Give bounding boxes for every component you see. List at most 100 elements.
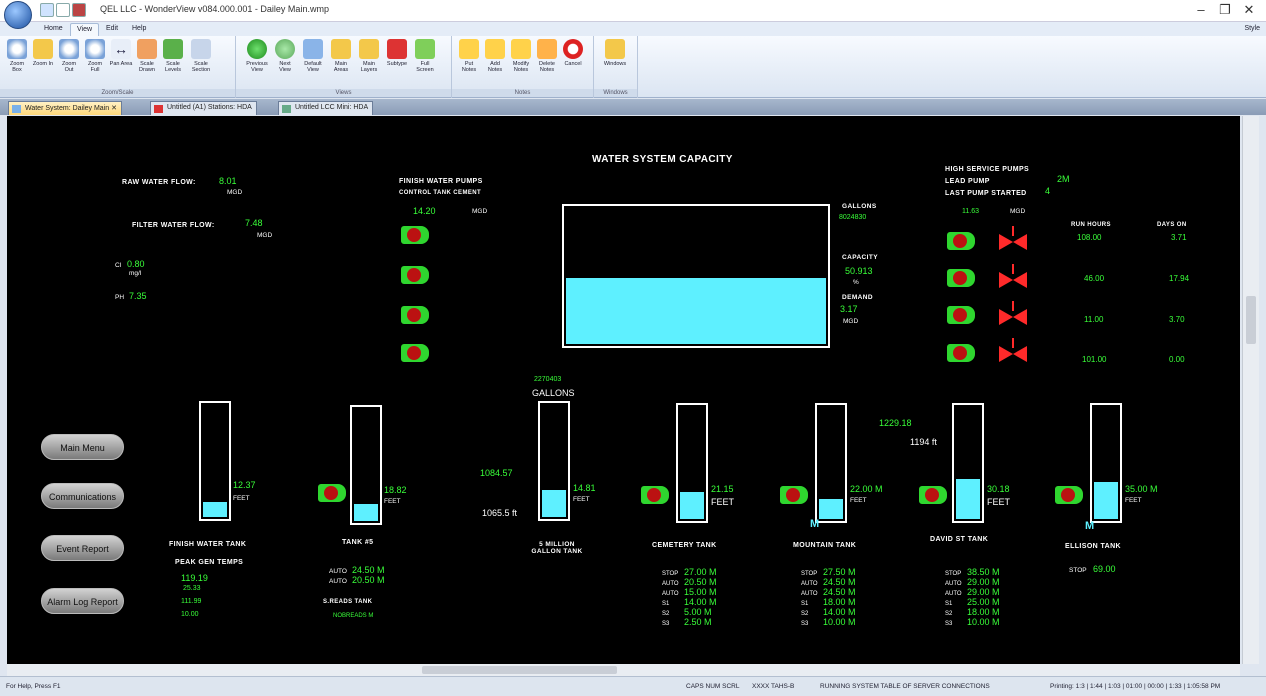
note-icon [459,39,479,59]
cemetery-pump-icon[interactable] [641,486,669,504]
hs-unit: MGD [1010,208,1026,215]
modify-notes-button[interactable]: Modify Notes [510,39,532,73]
ribbon-group-notes: Put Notes Add Notes Modify Notes Delete … [452,36,594,98]
main-layers-button[interactable]: Main Layers [358,39,380,73]
david-pump-icon[interactable] [919,486,947,504]
tank5-pump-icon[interactable] [318,484,346,502]
days-on-1: 3.71 [1171,233,1187,242]
zoom-full-button[interactable]: Zoom Full [84,39,106,73]
cancel-button[interactable]: Cancel [562,39,584,67]
tab-help[interactable]: Help [132,25,147,32]
david-setpoint-key: S1 [945,601,953,607]
communications-button[interactable]: Communications [41,483,124,509]
capacity-unit: % [853,279,859,286]
hs-pump-2-icon[interactable] [947,269,975,287]
tank5-sp1-key: AUTO [329,568,347,575]
put-notes-button[interactable]: Put Notes [458,39,480,73]
valve-4-icon[interactable] [999,338,1027,362]
style-menu[interactable]: Style [1244,25,1260,32]
zoom-in-button[interactable]: Zoom In [32,39,54,67]
tank-5mil-level: 14.81 [573,483,596,493]
alarm-log-report-button[interactable]: Alarm Log Report [41,588,124,614]
hs-pump-1-icon[interactable] [947,232,975,250]
hs-pump-3-icon[interactable] [947,306,975,324]
valve-3-icon[interactable] [999,301,1027,325]
raw-water-flow-unit: MGD [227,189,243,196]
tank-fill [1094,482,1118,519]
mountain-pump-icon[interactable] [780,486,808,504]
edit-note-icon [511,39,531,59]
cemetery-setpoint-key: S3 [662,621,670,627]
finish-tank-name: FINISH WATER TANK [169,541,247,548]
scale-drawn-icon [137,39,157,59]
david-setpoint-key: AUTO [945,581,962,587]
vertical-scrollbar[interactable] [1242,116,1259,664]
horizontal-scrollbar[interactable] [7,664,1240,676]
tank-david-st [952,403,984,523]
minimize-button[interactable]: – [1197,2,1205,17]
save-icon[interactable] [40,3,54,17]
ellison-pump-icon[interactable] [1055,486,1083,504]
mountain-setpoint-value: 18.00 M [823,597,856,607]
scale-drawn-button[interactable]: Scale Drawn [136,39,158,73]
restore-button[interactable]: ❐ [1219,2,1231,17]
demand-label: DEMAND [842,294,873,301]
tank-mountain-level: 22.00 M [850,484,883,494]
add-notes-button[interactable]: Add Notes [484,39,506,73]
zoom-out-button[interactable]: Zoom Out [58,39,80,73]
app-menu-icon[interactable] [4,1,32,29]
previous-view-button[interactable]: Previous View [246,39,268,73]
subtype-button[interactable]: Subtype [386,39,408,67]
delete-notes-button[interactable]: Delete Notes [536,39,558,73]
pan-area-button[interactable]: ↔Pan Area [109,39,133,67]
main-areas-button[interactable]: Main Areas [330,39,352,73]
windows-button[interactable]: Windows [604,39,626,67]
days-on-4: 0.00 [1169,355,1185,364]
cemetery-setpoint-value: 15.00 M [684,587,717,597]
vertical-scroll-thumb[interactable] [1246,296,1256,344]
doc-tab-dailey-main[interactable]: Water System: Dailey Main ✕ [8,101,122,115]
finish-pump-2-icon[interactable] [401,266,429,284]
scale-section-icon [191,39,211,59]
title-bar: QEL LLC - WonderView v084.000.001 - Dail… [0,0,1266,29]
hs-pump-4-icon[interactable] [947,344,975,362]
ribbon-group-views: Previous View Next View Default View Mai… [236,36,452,98]
document-tab-bar: Water System: Dailey Main ✕ Untitled (A1… [0,99,1266,115]
event-report-button[interactable]: Event Report [41,535,124,561]
print-icon[interactable] [72,3,86,17]
tank-mountain-unit: FEET [850,497,867,504]
finish-pump-1-icon[interactable] [401,226,429,244]
main-menu-button[interactable]: Main Menu [41,434,124,460]
capacity-label: CAPACITY [842,254,878,261]
zoom-box-button[interactable]: Zoom Box [6,39,28,73]
lead-pump-label: LEAD PUMP [945,178,990,185]
close-button[interactable]: ✕ [1243,2,1255,17]
run-hours-1: 108.00 [1077,233,1102,242]
doc-tab-stations[interactable]: Untitled (A1) Stations: HDA [150,101,257,115]
ph-value: 7.35 [129,291,147,301]
valve-2-icon[interactable] [999,264,1027,288]
valve-1-icon[interactable] [999,226,1027,250]
horizontal-scroll-thumb[interactable] [422,666,617,674]
scale-section-button[interactable]: Scale Section [190,39,212,73]
full-screen-button[interactable]: Full Screen [414,39,436,73]
tank-5-million [538,401,570,521]
tab-edit[interactable]: Edit [106,25,119,32]
filter-water-flow-value: 7.48 [245,218,263,228]
new-icon[interactable] [56,3,70,17]
next-view-button[interactable]: Next View [274,39,296,73]
david-setpoint-value: 29.00 M [967,577,1000,587]
default-view-button[interactable]: Default View [302,39,324,73]
scale-levels-button[interactable]: Scale Levels [162,39,184,73]
tank-fill [542,489,566,517]
doc-tab-lcc-mini[interactable]: Untitled LCC Mini: HDA [278,101,374,115]
status-printing: Printing: 1:3 | 1:44 | 1:03 | 01:00 | 00… [1050,683,1221,690]
tab-view[interactable]: View [70,23,100,36]
finish-pump-3-icon[interactable] [401,306,429,324]
tab-home[interactable]: Home [44,25,63,32]
ellison-stop-value: 69.00 [1093,564,1116,574]
finish-pump-4-icon[interactable] [401,344,429,362]
